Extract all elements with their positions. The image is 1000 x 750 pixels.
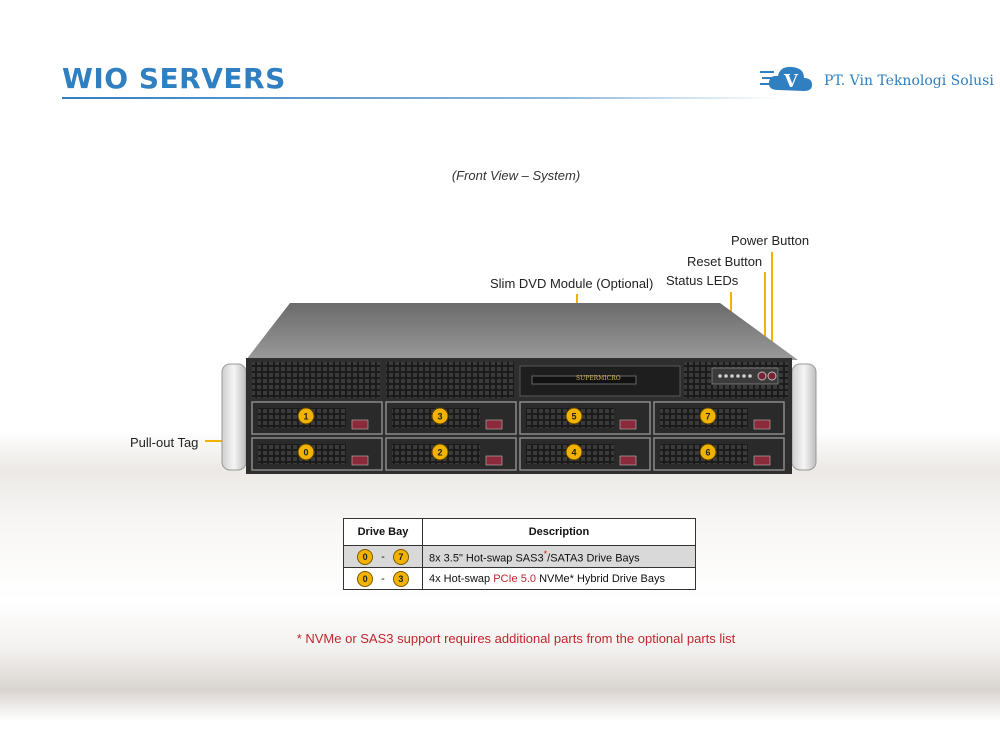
drive-bay-4: 4 bbox=[519, 437, 651, 471]
cloud-v-logo-icon: V bbox=[760, 66, 812, 92]
power-button-icon bbox=[767, 371, 777, 381]
callout-pull-out-tag: Pull-out Tag bbox=[130, 435, 199, 450]
chassis-top bbox=[246, 303, 798, 360]
left-rack-ear bbox=[221, 363, 247, 471]
front-vent-1 bbox=[252, 362, 380, 398]
bay-badge-from: 0 bbox=[357, 570, 374, 587]
footnote: * NVMe or SAS3 support requires addition… bbox=[296, 631, 736, 646]
bay-number: 2 bbox=[437, 448, 442, 458]
leader-power-button bbox=[771, 252, 773, 374]
bay-description: 8x 3.5" Hot-swap SAS3*/SATA3 Drive Bays bbox=[422, 545, 696, 568]
bay-badge bbox=[565, 407, 583, 425]
front-vent-2 bbox=[386, 362, 514, 398]
drive-bay-3: 3 bbox=[385, 401, 517, 435]
bay-badge bbox=[565, 443, 583, 461]
bay-number: 5 bbox=[571, 412, 576, 422]
brand-plate: SUPERMICRO bbox=[576, 375, 621, 382]
bay-badge bbox=[297, 443, 315, 461]
bay-description: 4x Hot-swap PCIe 5.0 NVMe* Hybrid Drive … bbox=[422, 567, 696, 590]
bay-badge-from: 0 bbox=[357, 548, 374, 565]
header-drive-bay: Drive Bay bbox=[343, 518, 423, 546]
callout-slim-dvd: Slim DVD Module (Optional) bbox=[490, 276, 654, 291]
bay-badge bbox=[699, 443, 717, 461]
bay-number: 7 bbox=[705, 412, 710, 422]
view-caption: (Front View – System) bbox=[451, 168, 581, 183]
slide-title: WIO SERVERS bbox=[62, 62, 286, 95]
table-row: 0-3 4x Hot-swap PCIe 5.0 NVMe* Hybrid Dr… bbox=[343, 567, 696, 590]
bay-number: 6 bbox=[705, 448, 710, 458]
drive-bay-6: 6 bbox=[653, 437, 785, 471]
bay-number: 0 bbox=[303, 448, 308, 458]
reset-button-icon bbox=[757, 371, 767, 381]
server-front-view: SUPERMICRO 1 3 5 7 0 2 4 6 bbox=[221, 303, 817, 474]
drive-bay-table: Drive Bay Description 0-7 8x 3.5" Hot-sw… bbox=[343, 518, 696, 590]
bay-badge bbox=[431, 443, 449, 461]
bay-badge bbox=[699, 407, 717, 425]
status-led-icons bbox=[718, 374, 752, 378]
bay-range: 0-3 bbox=[343, 567, 423, 590]
company-logo: V PT. Vin Teknologi Solusi bbox=[760, 60, 994, 100]
drive-bay-0: 0 bbox=[251, 437, 383, 471]
callout-status-leds: Status LEDs bbox=[666, 273, 739, 288]
callout-reset-button: Reset Button bbox=[687, 254, 763, 269]
drive-bay-7: 7 bbox=[653, 401, 785, 435]
dvd-tray bbox=[531, 375, 637, 385]
bay-badge bbox=[297, 407, 315, 425]
bay-number: 3 bbox=[437, 412, 442, 422]
bay-badge bbox=[431, 407, 449, 425]
company-name: PT. Vin Teknologi Solusi bbox=[824, 73, 994, 89]
right-rack-ear bbox=[791, 363, 817, 471]
drive-bays: 1 3 5 7 0 2 4 6 bbox=[251, 401, 785, 471]
logo-letter: V bbox=[783, 71, 799, 92]
drive-bay-5: 5 bbox=[519, 401, 651, 435]
leader-reset-button bbox=[764, 272, 766, 374]
bay-number: 1 bbox=[303, 412, 308, 422]
bay-badge-to: 7 bbox=[392, 548, 409, 565]
drive-bay-2: 2 bbox=[385, 437, 517, 471]
drive-bay-1: 1 bbox=[251, 401, 383, 435]
bay-badge-to: 3 bbox=[392, 570, 409, 587]
bay-number: 4 bbox=[571, 448, 576, 458]
callout-power-button: Power Button bbox=[731, 233, 810, 248]
table-row: 0-7 8x 3.5" Hot-swap SAS3*/SATA3 Drive B… bbox=[343, 545, 696, 568]
bay-range: 0-7 bbox=[343, 545, 423, 568]
header-description: Description bbox=[422, 518, 696, 546]
title-rule bbox=[62, 97, 780, 99]
